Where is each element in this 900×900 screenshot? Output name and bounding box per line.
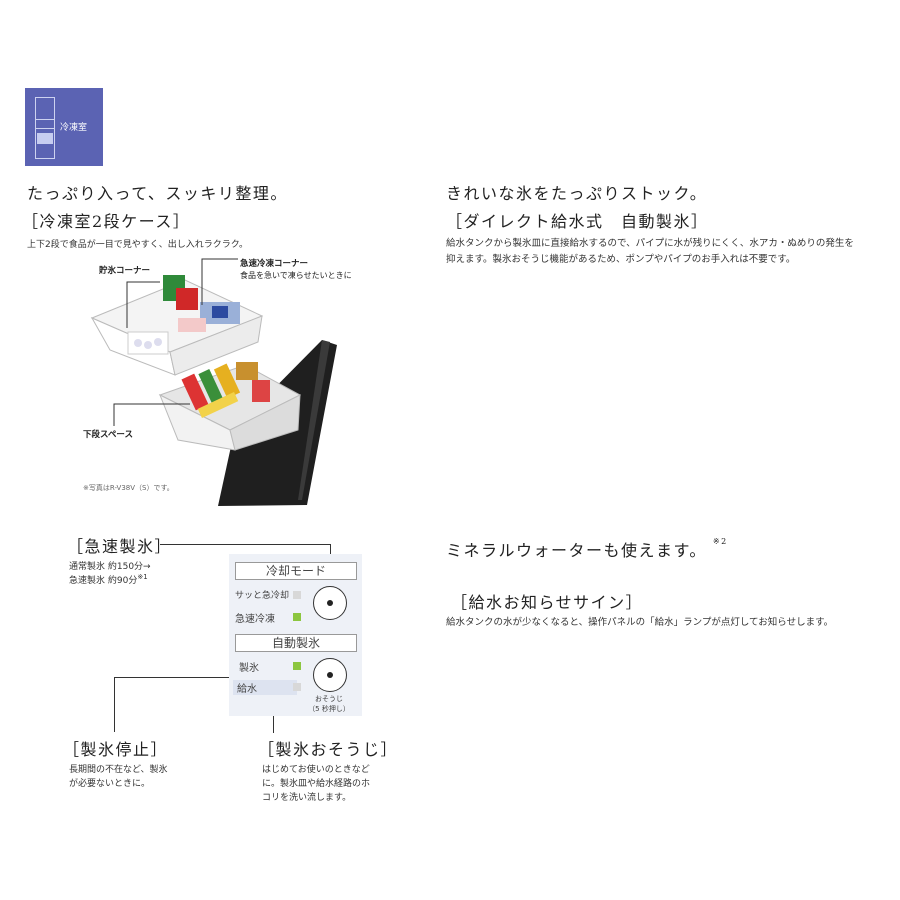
led-water — [293, 683, 301, 691]
clean-button[interactable] — [313, 658, 347, 692]
callout-quick-title: 急速冷凍コーナー — [240, 259, 309, 269]
left-subtitle: ［冷凍室2段ケース］ — [22, 212, 191, 231]
fridge-icon — [35, 97, 55, 159]
ice-clean-desc2: に。製氷皿や給水経路のホ — [262, 779, 371, 789]
led-sapi — [293, 591, 301, 599]
row-ice: 製氷 — [239, 663, 259, 674]
led-quick-freeze — [293, 613, 301, 621]
ice-stop-desc2: が必要ないときに。 — [69, 779, 151, 789]
callout-quick-desc: 食品を急いで凍らせたいときに — [240, 271, 352, 280]
led-ice — [293, 662, 301, 670]
right-desc: 給水タンクから製氷皿に直接給水するので、パイプに水が残りにくく、水アカ・ぬめりの… — [446, 238, 854, 265]
ice-stop-desc1: 長期間の不在など、製氷 — [69, 765, 168, 775]
right-subtitle: ［ダイレクト給水式 自動製氷］ — [446, 212, 709, 231]
callout-lower: 下段スペース — [83, 430, 133, 440]
left-desc: 上下2段で食品が一目で見やすく、出し入れラクラク。 — [27, 240, 249, 250]
ice-clean-desc1: はじめてお使いのときなど — [262, 765, 370, 775]
badge-label: 冷凍室 — [60, 123, 88, 133]
auto-ice-title: 自動製氷 — [235, 634, 357, 652]
quick-ice-line2: 急速製氷 約90分※1 — [69, 573, 148, 586]
clean-label: おそうじ — [315, 695, 343, 703]
control-panel: 冷却モード サッと急冷却 急速冷凍 自動製氷 製氷 給水 おそうじ （5 秒押し… — [229, 554, 362, 716]
callout-storage: 貯氷コーナー — [99, 266, 151, 276]
mineral-subtitle: ［給水お知らせサイン］ — [451, 593, 644, 612]
mode-button[interactable] — [313, 586, 347, 620]
left-title: たっぷり入って、スッキリ整理。 — [27, 184, 288, 203]
connector-ice-stop — [114, 677, 329, 678]
ice-clean-desc3: コリを洗い流します。 — [262, 793, 352, 803]
freezer-drawer-illustration — [90, 258, 337, 506]
row-sapi: サッと急冷却 — [235, 591, 290, 601]
mineral-desc: 給水タンクの水が少なくなると、操作パネルの「給水」ランプが点灯してお知らせします… — [446, 617, 834, 628]
ice-clean-title: ［製氷おそうじ］ — [258, 740, 399, 759]
compartment-badge: 冷凍室 — [25, 88, 103, 166]
mode-title: 冷却モード — [235, 562, 357, 580]
quick-ice-line1: 通常製氷 約150分→ — [69, 562, 151, 572]
right-title: きれいな氷をたっぷりストック。 — [446, 184, 708, 203]
quick-ice-title: ［急速製氷］ — [67, 537, 173, 556]
row-water: 給水 — [233, 680, 297, 695]
ice-stop-title: ［製氷停止］ — [63, 740, 169, 759]
row-quick-freeze: 急速冷凍 — [235, 614, 275, 625]
connector-ice-stop-drop — [114, 677, 115, 732]
photo-note: ※写真はR-V38V（S）です。 — [83, 484, 174, 492]
mineral-title: ミネラルウォーターも使えます。※2 — [446, 537, 728, 560]
clean-sub: （5 秒押し） — [308, 705, 350, 713]
connector-quick-ice — [160, 544, 330, 545]
